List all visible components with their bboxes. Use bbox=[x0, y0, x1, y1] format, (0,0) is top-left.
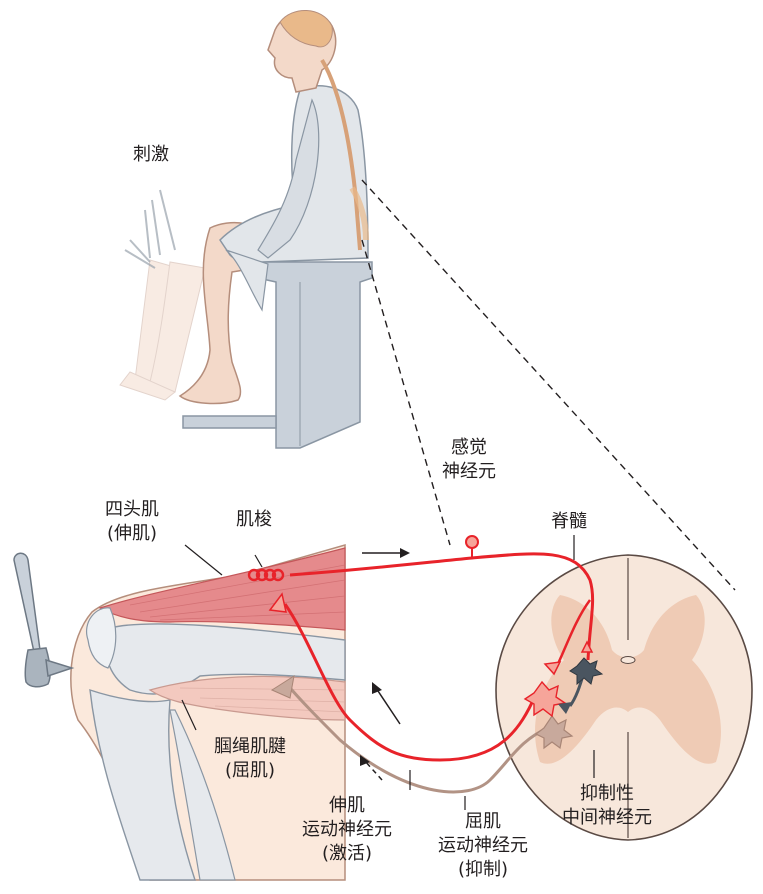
label-extensor-line3: (激活) bbox=[302, 842, 392, 866]
leg-motion-ghost bbox=[120, 260, 205, 400]
label-sensory-neuron-line2: 神经元 bbox=[442, 460, 496, 484]
label-flexor-line3: (抑制) bbox=[438, 858, 528, 882]
label-spinal-cord: 脊髓 bbox=[551, 510, 587, 534]
label-quadriceps-line1: 四头肌 bbox=[105, 498, 159, 522]
central-canal bbox=[621, 657, 635, 664]
label-stimulus: 刺激 bbox=[133, 143, 169, 167]
label-sensory-neuron: 感觉 神经元 bbox=[442, 436, 496, 484]
label-inhibitory-interneuron-line2: 中间神经元 bbox=[562, 806, 652, 830]
label-quadriceps: 四头肌 (伸肌) bbox=[105, 498, 159, 546]
quadriceps-muscle bbox=[100, 548, 345, 630]
label-muscle-spindle: 肌梭 bbox=[236, 508, 272, 532]
label-inhibitory-interneuron-line1: 抑制性 bbox=[562, 782, 652, 806]
label-extensor-line1: 伸肌 bbox=[302, 794, 392, 818]
label-flexor-line1: 屈肌 bbox=[438, 810, 528, 834]
label-sensory-neuron-line1: 感觉 bbox=[442, 436, 496, 460]
head bbox=[268, 10, 336, 92]
reflex-hammer-ghost bbox=[125, 190, 175, 268]
label-hamstring: 腘绳肌腱 (屈肌) bbox=[214, 735, 286, 783]
label-quadriceps-line2: (伸肌) bbox=[105, 522, 159, 546]
label-hamstring-line2: (屈肌) bbox=[214, 759, 286, 783]
efferent-arrow bbox=[376, 688, 400, 724]
label-extensor-line2: 运动神经元 bbox=[302, 818, 392, 842]
signal-arrows bbox=[360, 548, 410, 780]
sensory-neuron-cell-body bbox=[466, 536, 478, 548]
label-extensor-motor-neuron: 伸肌 运动神经元 (激活) bbox=[302, 794, 392, 866]
label-flexor-motor-neuron: 屈肌 运动神经元 (抑制) bbox=[438, 810, 528, 882]
label-flexor-line2: 运动神经元 bbox=[438, 834, 528, 858]
label-inhibitory-interneuron: 抑制性 中间神经元 bbox=[562, 782, 652, 830]
reflex-hammer bbox=[14, 553, 72, 687]
seated-person-illustration bbox=[120, 10, 372, 448]
projection-lines bbox=[362, 180, 735, 590]
label-hamstring-line1: 腘绳肌腱 bbox=[214, 735, 286, 759]
